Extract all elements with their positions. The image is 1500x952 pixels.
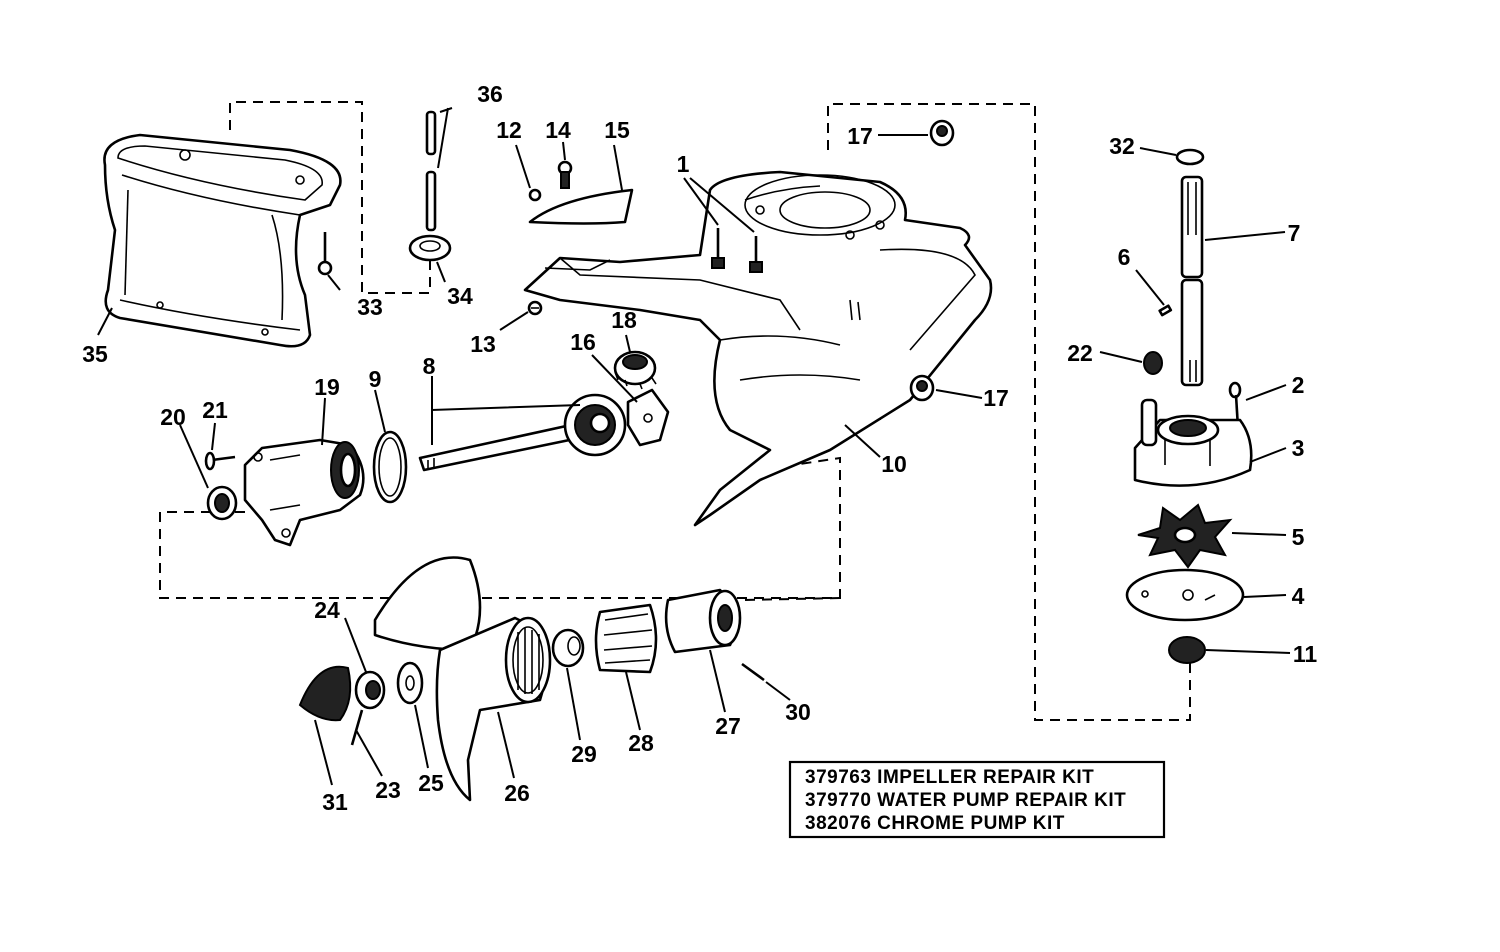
seal-22-part	[1143, 351, 1163, 375]
pinion-gear-18-part	[613, 350, 657, 390]
callout-30: 30	[785, 699, 811, 725]
leader-lines	[97, 107, 1291, 786]
callout-2: 2	[1292, 372, 1305, 398]
callout-18: 18	[611, 307, 637, 333]
cone-31-part	[298, 665, 352, 722]
callout-16: 16	[570, 329, 596, 355]
callout-14: 14	[545, 117, 571, 143]
callout-28: 28	[628, 730, 654, 756]
callout-15: 15	[604, 117, 630, 143]
plug-12-part	[528, 188, 542, 202]
o-ring-32-part	[1175, 148, 1205, 166]
callout-20: 20	[160, 404, 186, 430]
callout-21: 21	[202, 397, 228, 423]
callout-19: 19	[314, 374, 340, 400]
gear-28-part	[594, 603, 658, 674]
callout-11: 11	[1293, 641, 1318, 667]
callout-35: 35	[82, 341, 108, 367]
callout-9: 9	[369, 366, 382, 392]
key-6-part	[1158, 304, 1173, 317]
callout-5: 5	[1292, 524, 1305, 550]
kit-line-chrome-pump: 382076 CHROME PUMP KIT	[805, 813, 1065, 834]
seal-20-part	[206, 485, 238, 521]
nut-24-part	[354, 670, 386, 710]
pins-36-part	[425, 110, 437, 232]
drive-shaft-7-part	[1180, 175, 1204, 387]
impeller-5-part	[1137, 503, 1233, 569]
plate-15-part	[528, 188, 634, 225]
dashed-outline-propshaft	[159, 456, 841, 599]
callout-4: 4	[1292, 583, 1305, 609]
kit-line-water-pump: 379770 WATER PUMP REPAIR KIT	[805, 790, 1126, 811]
callout-7: 7	[1288, 220, 1301, 246]
pump-housing-3-part	[1133, 398, 1253, 487]
callout-29: 29	[571, 741, 597, 767]
seal-11-part	[1168, 636, 1206, 664]
callout-26: 26	[504, 780, 530, 806]
screw-33-part	[317, 232, 333, 276]
screw-2-part	[1228, 381, 1242, 429]
plug-17-top-part	[929, 119, 955, 147]
washer-34-part	[408, 234, 452, 262]
kit-list-box: 379763 IMPELLER REPAIR KIT 379770 WATER …	[788, 760, 1166, 839]
callout-17-bottom: 17	[983, 385, 1009, 411]
callout-32: 32	[1109, 133, 1135, 159]
screw-21-part	[204, 451, 236, 471]
callout-34: 34	[447, 283, 473, 309]
exhaust-housing-part	[103, 133, 342, 348]
drive-shaft-8-part	[418, 393, 627, 472]
gearcase-housing-part	[523, 170, 993, 527]
dashed-outline-exhaust-housing	[229, 101, 431, 294]
spacer-29-part	[551, 628, 585, 668]
callout-27: 27	[715, 713, 741, 739]
propeller-26-part	[373, 556, 552, 802]
callout-17-top: 17	[847, 123, 873, 149]
callout-3: 3	[1292, 435, 1305, 461]
plug-17-bottom-part	[909, 374, 935, 402]
callout-24: 24	[314, 597, 340, 623]
callout-13: 13	[470, 331, 496, 357]
screw-14-part	[557, 160, 573, 189]
callout-8: 8	[423, 353, 436, 379]
callout-22: 22	[1067, 340, 1093, 366]
callout-33: 33	[357, 294, 383, 320]
bearing-carrier-19-part	[243, 438, 365, 547]
callout-1: 1	[677, 151, 690, 177]
callout-36: 36	[477, 81, 503, 107]
washer-25-part	[396, 661, 424, 705]
kit-line-impeller: 379763 IMPELLER REPAIR KIT	[805, 767, 1094, 788]
callout-31: 31	[322, 789, 348, 815]
screw-13-part	[527, 300, 543, 316]
callout-23: 23	[375, 777, 401, 803]
callout-12: 12	[496, 117, 522, 143]
pin-30-part	[741, 662, 765, 682]
clutch-27-part	[664, 588, 742, 654]
callout-numbers: 1 2 3 4 5 6 7 8 9 10 11 12 13 14 15 16 1…	[82, 81, 1317, 815]
dashed-outline-water-pump	[827, 103, 1191, 721]
o-ring-9-part	[372, 430, 408, 504]
callout-6: 6	[1118, 244, 1131, 270]
bracket-16-part	[626, 388, 670, 447]
pin-23-part	[350, 709, 364, 746]
plate-4-part	[1125, 568, 1245, 622]
callout-10: 10	[881, 451, 907, 477]
callout-25: 25	[418, 770, 444, 796]
